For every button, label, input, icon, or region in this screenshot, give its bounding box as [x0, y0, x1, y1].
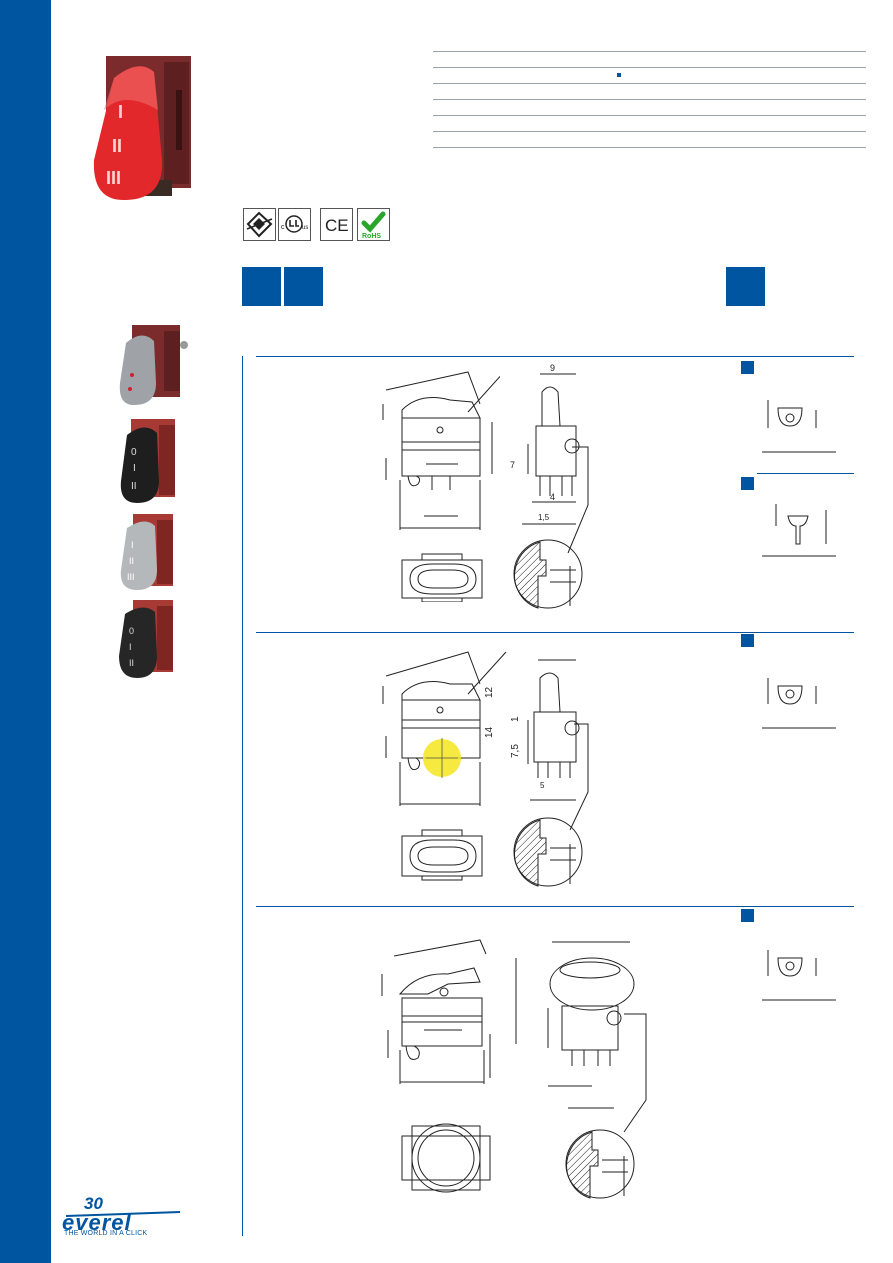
section-marker — [741, 634, 754, 647]
dim-label: 7,5 — [510, 744, 521, 758]
spec-rule — [433, 51, 866, 52]
dim-label: 1 — [510, 716, 521, 722]
section-divider — [256, 906, 854, 907]
variant-mark: I — [129, 642, 132, 652]
section-marker — [741, 361, 754, 374]
variant-photo-black-02: 0 I II — [119, 600, 173, 678]
drawing-top-2 — [401, 829, 483, 881]
detail-leader-3 — [623, 1013, 647, 1133]
variant-mark: I — [131, 540, 134, 550]
rocker-mark-2: II — [112, 136, 122, 156]
rohs-text: RoHS — [362, 233, 381, 240]
rocker-mark-3: III — [106, 168, 121, 188]
terminal-detail-3 — [762, 678, 836, 729]
drawing-top-1 — [401, 553, 483, 602]
logo-anniversary: 30 — [84, 1194, 103, 1213]
section-divider — [256, 356, 854, 357]
dim-label: 14 — [484, 726, 495, 738]
section-marker — [741, 477, 754, 490]
variant-mark: 0 — [129, 626, 134, 636]
detail-leader-1 — [567, 446, 589, 554]
dim-label: 12 — [484, 686, 495, 698]
section-vertical-rule — [242, 356, 243, 1236]
variant-photo-silver: I II III — [120, 514, 173, 590]
cul-us-text: us — [302, 225, 308, 231]
logo-wordmark: everel — [62, 1210, 132, 1235]
dim-label: 7 — [510, 460, 515, 470]
drawing-detail-1 — [513, 539, 583, 609]
terminal-detail-2 — [762, 504, 836, 557]
variant-photo-grey — [119, 325, 188, 405]
variant-photo-black-01: 0 I II — [120, 419, 175, 503]
ce-icon: CE — [320, 208, 353, 241]
category-tab[interactable] — [726, 267, 765, 306]
drawing-front-1 — [382, 371, 500, 530]
enec-icon — [243, 208, 276, 241]
sidebar-band — [0, 0, 51, 1263]
ce-text: CE — [325, 216, 349, 235]
terminal-detail-4 — [762, 950, 836, 1001]
terminal-detail-1 — [762, 400, 836, 453]
drawing-side-3 — [547, 941, 635, 1109]
drawing-detail-3 — [565, 1129, 635, 1199]
drawing-detail-2 — [513, 817, 583, 887]
dim-label: 1,5 — [538, 513, 550, 522]
everel-logo: 30 everel — [62, 1194, 181, 1235]
highlight-circle — [423, 738, 461, 778]
variant-mark: II — [129, 658, 134, 668]
variant-mark: III — [127, 572, 135, 582]
section-divider — [256, 632, 854, 633]
drawing-side-1: 9 7 4 1,5 — [510, 364, 580, 525]
detail-leader-2 — [569, 723, 589, 831]
dim-label: 4 — [550, 492, 555, 502]
variant-mark: II — [131, 481, 137, 492]
drawing-top-3 — [401, 1123, 491, 1193]
rocker-mark-1: I — [118, 102, 123, 122]
spec-rule — [433, 83, 866, 84]
dim-label: 9 — [550, 364, 555, 373]
category-tab[interactable] — [284, 267, 323, 306]
spec-rule — [433, 147, 866, 148]
variant-mark: II — [129, 556, 134, 566]
section-marker — [741, 909, 754, 922]
spec-rule — [433, 115, 866, 116]
spec-rule — [433, 131, 866, 132]
spec-rule — [433, 99, 866, 100]
main-switch-photo: I II III — [93, 56, 191, 200]
spec-rule — [433, 67, 866, 68]
drawing-front-2: 12 14 — [382, 651, 507, 806]
cul-us-icon: c us — [278, 208, 311, 241]
rohs-icon: RoHS — [357, 208, 390, 241]
variant-mark: 0 — [131, 447, 137, 458]
spec-marker-dot — [617, 73, 621, 77]
cul-c-text: c — [281, 224, 285, 231]
brand-tagline: THE WORLD IN A CLICK — [64, 1230, 148, 1237]
dim-label: 5 — [540, 781, 545, 790]
section-divider — [757, 473, 854, 474]
category-tab[interactable] — [242, 267, 281, 306]
variant-mark: I — [133, 463, 136, 474]
drawing-side-2: 1 7,5 5 — [510, 659, 580, 801]
drawing-front-3 — [381, 939, 517, 1084]
